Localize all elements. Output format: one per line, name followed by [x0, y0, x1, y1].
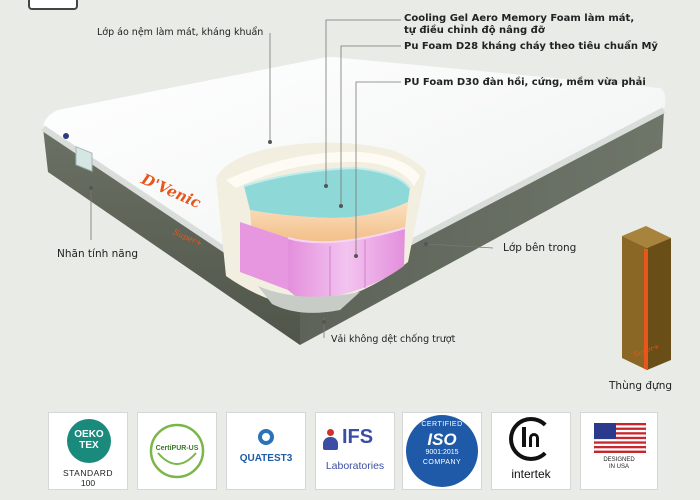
box-front	[622, 236, 647, 370]
cert-quatest: QUATEST3	[226, 412, 306, 490]
feature-tag	[75, 146, 93, 172]
mattress-front-side	[43, 128, 300, 345]
oeko-badge: OEKO TEX	[67, 419, 111, 463]
label-antislip: Vải không dệt chống trượt	[331, 334, 456, 345]
mattress-right-side	[300, 110, 664, 345]
cert-certipur: CertiPUR-US	[137, 412, 217, 490]
label-box: Thùng đựng	[609, 380, 673, 392]
label-cover: Lớp áo nệm làm mát, kháng khuẩn	[97, 27, 264, 38]
intertek-text: intertek	[511, 467, 551, 481]
cert-ifs: IFS Laboratories	[315, 412, 395, 490]
iso-seal: CERTIFIED ISO 9001:2015 COMPANY	[406, 415, 478, 487]
cert-iso: CERTIFIED ISO 9001:2015 COMPANY	[402, 412, 482, 490]
iso-company: COMPANY	[422, 459, 462, 466]
label-feature-tag: Nhãn tính năng	[57, 248, 139, 260]
oeko-line2: TEX	[79, 440, 99, 451]
label-pu-d30: PU Foam D30 đàn hồi, cứng, mềm vừa phải	[404, 77, 646, 88]
quatest-icon	[258, 429, 274, 445]
pu-foam-d30-layer	[288, 228, 405, 300]
label-cooling-gel-1: Cooling Gel Aero Memory Foam làm mát,	[404, 13, 635, 24]
mattress-illustration	[41, 19, 671, 370]
oeko-number: 100	[80, 478, 96, 488]
cert-oeko-tex: OEKO TEX STANDARD 100	[48, 412, 128, 490]
box-side	[647, 238, 671, 370]
label-inner-layer: Lớp bên trong	[503, 242, 577, 254]
cert-designed-usa: DESIGNED IN USA	[580, 412, 658, 490]
intertek-n	[529, 433, 539, 447]
cover-layer-cut	[226, 151, 420, 188]
corner-tab	[28, 0, 78, 10]
ifs-subtitle: Laboratories	[325, 460, 385, 472]
ifs-title: IFS	[342, 426, 374, 448]
iso-title: ISO	[427, 430, 457, 449]
iso-number: 9001:2015	[425, 449, 459, 456]
anti-slip-layer	[258, 286, 360, 313]
us-flag-icon	[594, 423, 646, 453]
certipur-icon	[149, 423, 205, 479]
usa-line2: IN USA	[608, 464, 629, 470]
cert-intertek: intertek	[491, 412, 571, 490]
intertek-icon	[509, 417, 553, 461]
quatest-text: QUATEST3	[239, 453, 293, 464]
oeko-standard: STANDARD	[62, 468, 114, 478]
box-top	[622, 226, 671, 248]
handle-icon	[63, 133, 69, 139]
oeko-line1: OEKO	[74, 429, 104, 440]
iso-certified: CERTIFIED	[421, 421, 463, 428]
ifs-figure-icon	[323, 429, 339, 451]
label-pu-d28: Pu Foam D28 kháng cháy theo tiêu chuẩn M…	[404, 41, 658, 52]
label-cooling-gel-2: tự điều chỉnh độ nâng đỡ	[404, 25, 545, 36]
cooling-gel-layer	[244, 168, 410, 218]
pu-foam-d28-layer	[250, 202, 408, 244]
usa-line1: DESIGNED	[603, 457, 635, 463]
certipur-text: CertiPUR-US	[155, 445, 199, 452]
intertek-i	[522, 427, 526, 447]
